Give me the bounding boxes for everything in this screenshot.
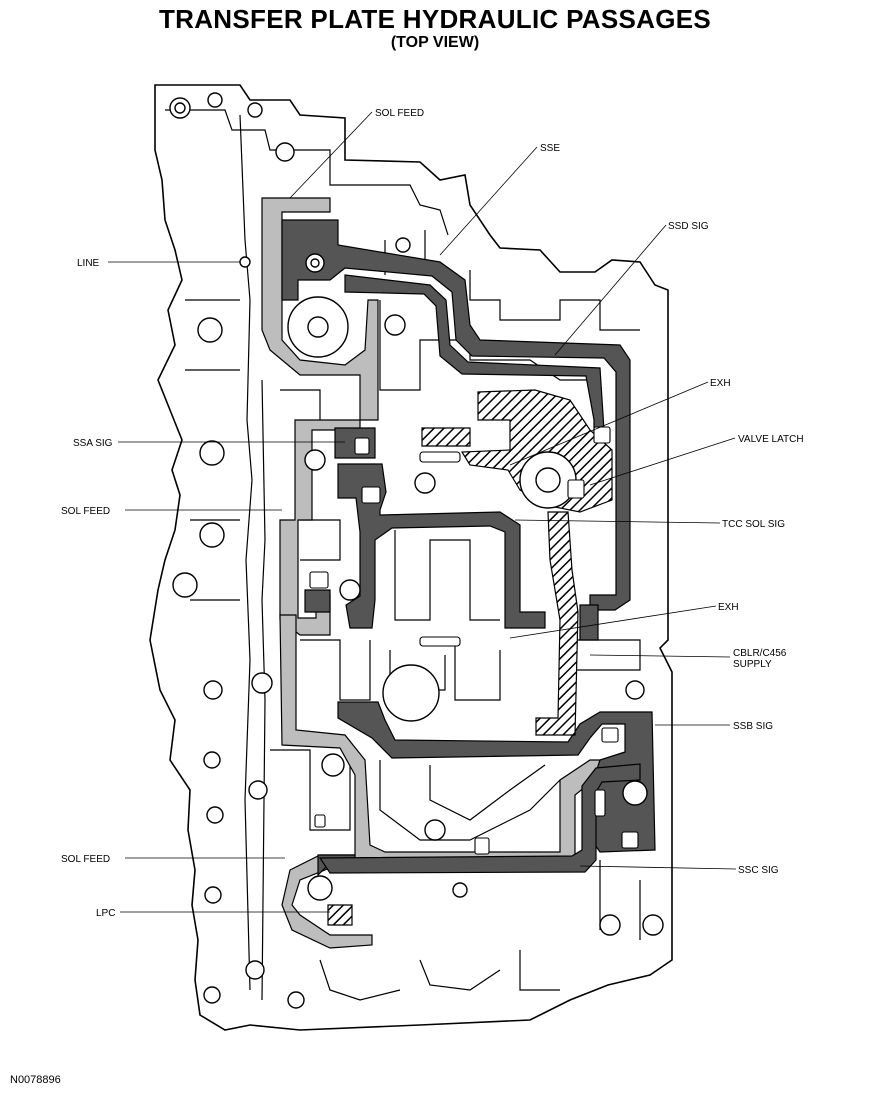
label-sse: SSE [540,143,560,154]
plate-outline [149,84,673,1031]
passage-ports [309,426,639,855]
label-lpc: LPC [96,908,115,919]
figure-id: N0078896 [10,1074,61,1086]
plate-holes [169,92,664,1009]
page-title: TRANSFER PLATE HYDRAULIC PASSAGES [158,4,712,34]
label-sol-feed-top: SOL FEED [375,108,424,119]
label-sol-feed-mid: SOL FEED [61,506,110,517]
label-line: LINE [77,258,100,269]
label-tcc-sol-sig: TCC SOL SIG [722,519,785,530]
lpc-exh-block [327,904,353,926]
label-cblr-c456: CBLR/C456 [733,648,787,659]
page-subtitle: (TOP VIEW) [390,34,480,51]
label-exh-lower: EXH [718,602,739,613]
plate-webbing [165,109,641,1001]
tcc-sol-sig-passage [337,463,546,629]
label-cblr-supply: SUPPLY [733,659,772,670]
leader-lines [108,111,737,913]
exh-passage-left [421,427,471,447]
label-exh-upper: EXH [710,378,731,389]
label-ssc-sig: SSC SIG [738,865,779,876]
label-ssa-sig: SSA SIG [73,438,113,449]
ssc-sig-passage-main [318,763,641,874]
label-ssb-sig: SSB SIG [733,721,773,732]
label-valve-latch: VALVE LATCH [738,434,804,445]
label-sol-feed-bottom: SOL FEED [61,854,110,865]
lpc-passage [304,589,331,613]
cblr-supply-passage [579,604,599,641]
label-ssd-sig: SSD SIG [668,221,709,232]
exh-passage-lower [535,511,579,736]
